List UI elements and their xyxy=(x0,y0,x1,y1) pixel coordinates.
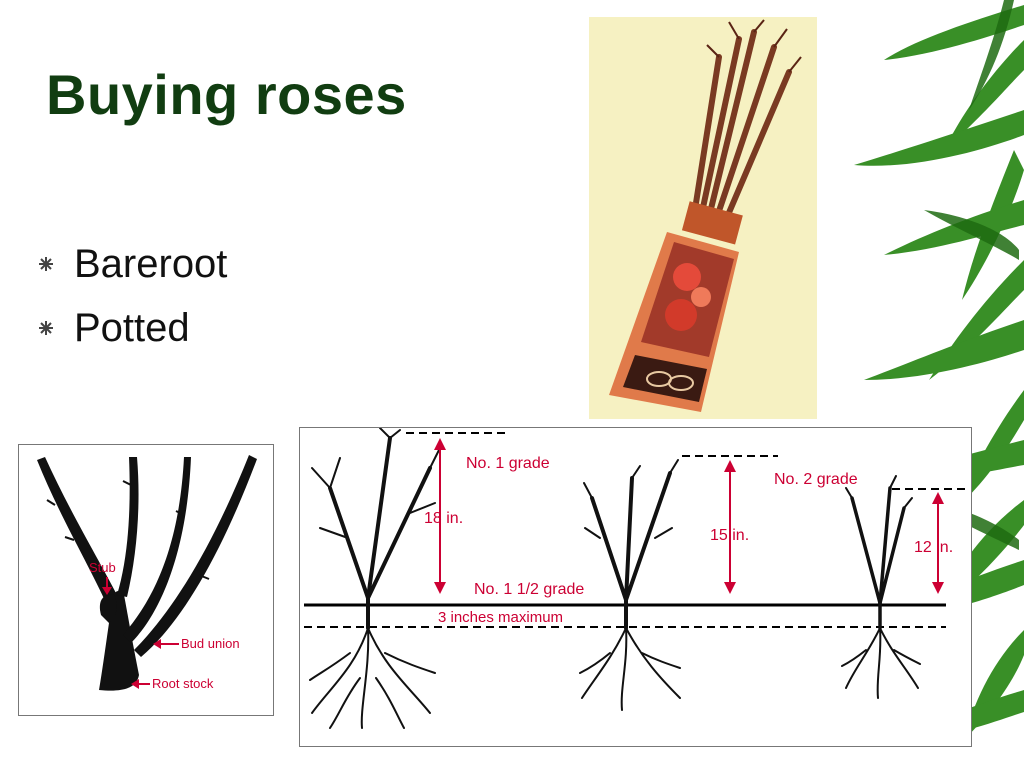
bud-union-label: Bud union xyxy=(181,636,240,651)
bud-union-diagram: Stub Bud union Root stock xyxy=(18,444,274,716)
stub-label: Stub xyxy=(89,560,116,575)
packaged-rose-photo xyxy=(589,17,817,419)
root-stock-label: Root stock xyxy=(152,676,214,691)
max-depth-note: 3 inches maximum xyxy=(438,609,563,626)
rose-grades-diagram: No. 1 grade 18 in. No. 2 grade 15 in. No… xyxy=(299,427,972,747)
asterisk-bullet-icon xyxy=(38,256,74,272)
grade-1-height-label: 18 in. xyxy=(424,510,463,527)
grade-2-label: No. 2 grade xyxy=(774,471,858,488)
bullet-item-potted: Potted xyxy=(38,296,227,360)
bullet-list: Bareroot Potted xyxy=(38,232,227,360)
grade-3-label: No. 1 1/2 grade xyxy=(474,581,584,598)
asterisk-bullet-icon xyxy=(38,320,74,336)
rose-plant-grade-1 xyxy=(309,427,441,729)
grade-3-height-label: 12 in. xyxy=(914,539,953,556)
bullet-label: Potted xyxy=(74,305,190,350)
rose-plant-grade-1-5 xyxy=(841,475,921,699)
rose-plant-grade-2 xyxy=(579,459,681,711)
bullet-item-bareroot: Bareroot xyxy=(38,232,227,296)
bullet-label: Bareroot xyxy=(74,241,228,286)
slide-title: Buying roses xyxy=(46,63,407,126)
grade-2-height-label: 15 in. xyxy=(710,527,749,544)
grade-1-label: No. 1 grade xyxy=(466,455,550,472)
